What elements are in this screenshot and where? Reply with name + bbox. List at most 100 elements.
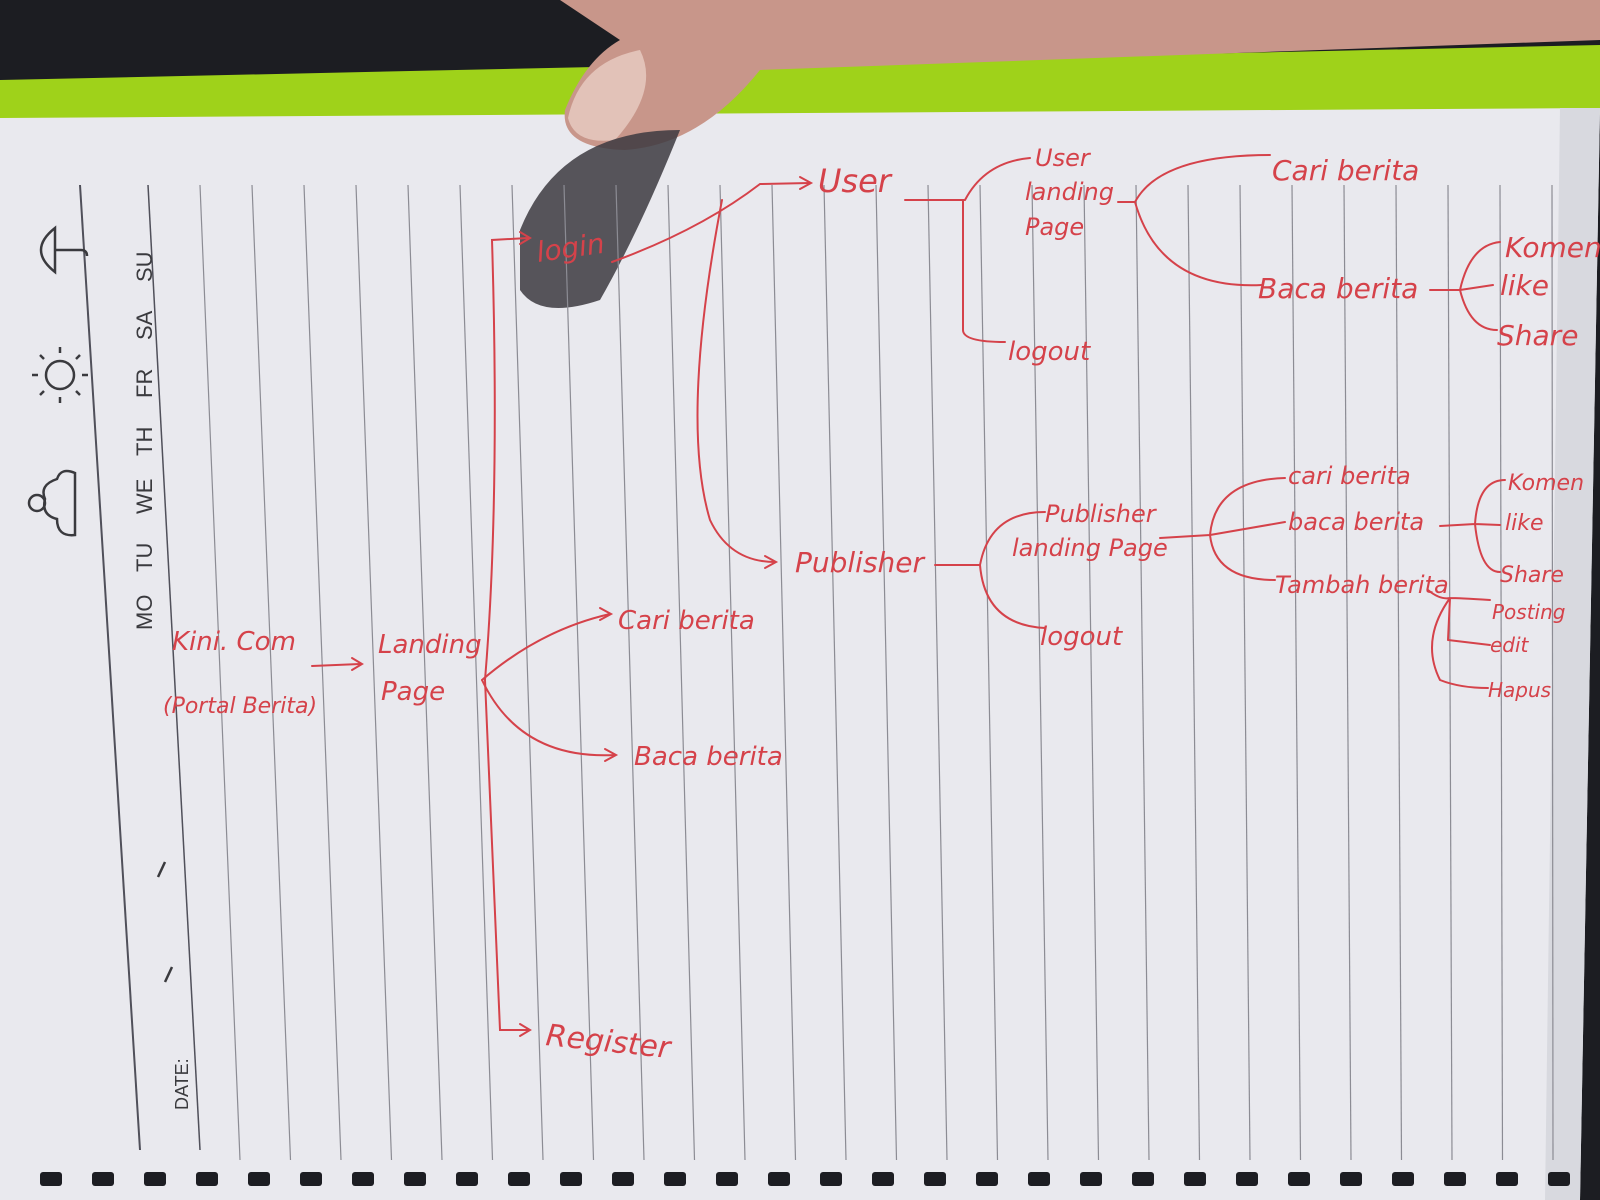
tambah-action-1: edit [1490, 633, 1530, 657]
arrow-head-root-landing [351, 657, 364, 671]
spiral-hole [976, 1172, 998, 1186]
day-label-mo: MO [132, 595, 157, 630]
day-label-fr: FR [132, 369, 157, 398]
user-action-1: like [1500, 269, 1549, 302]
spiral-hole [716, 1172, 738, 1186]
spiral-hole [560, 1172, 582, 1186]
page-shadow-right [1545, 108, 1600, 1200]
spine-register [484, 679, 529, 1031]
ruled-line [1291, 184, 1302, 1161]
thumbnail [568, 50, 647, 141]
margin-line-2 [147, 184, 201, 1151]
ruled-line [1187, 184, 1201, 1161]
node-user: User [818, 162, 893, 200]
ruled-line [1031, 184, 1049, 1161]
node-guest-baca: Baca berita [634, 742, 783, 772]
user-action-0: Komen [1505, 231, 1600, 264]
spiral-hole [508, 1172, 530, 1186]
ruled-line [823, 184, 847, 1161]
spiral-hole [1080, 1172, 1102, 1186]
day-label-tu: TU [132, 543, 157, 572]
ruled-line [1447, 184, 1453, 1161]
spiral-hole [924, 1172, 946, 1186]
finger-shadow [520, 130, 680, 308]
node-pub-landing-line2: landing Page [1012, 534, 1168, 562]
arrow-head-login [519, 231, 532, 245]
day-label-th: TH [132, 427, 157, 456]
user-bracket [904, 157, 1031, 343]
branch-guest-cari [481, 613, 611, 681]
node-landing-line2: Page [381, 677, 445, 707]
node-pub-baca: baca berita [1288, 508, 1424, 536]
ruled-line [615, 184, 645, 1161]
binder-cover [0, 45, 1600, 120]
spiral-hole [1132, 1172, 1154, 1186]
branch-login-publisher [696, 199, 776, 563]
publisher-bracket [934, 511, 1046, 629]
node-user-landing-line2: landing [1025, 178, 1114, 206]
node-landing-line1: Landing [378, 630, 482, 660]
spiral-hole [404, 1172, 426, 1186]
ruled-line [1135, 184, 1150, 1161]
node-pub-logout: logout [1040, 622, 1123, 652]
spiral-hole [1548, 1172, 1570, 1186]
spiral-hole [612, 1172, 634, 1186]
spine-landing [484, 237, 529, 681]
node-root-line2: (Portal Berita) [163, 694, 317, 719]
branch-guest-baca [481, 679, 616, 757]
pub-action-2: Share [1500, 563, 1564, 588]
ruled-line [1343, 184, 1352, 1161]
spiral-hole [196, 1172, 218, 1186]
tambah-bracket [1427, 589, 1491, 689]
spiral-hole [1184, 1172, 1206, 1186]
ruled-line [719, 184, 746, 1161]
node-root-line1: Kini. Com [172, 627, 296, 657]
spiral-hole [768, 1172, 790, 1186]
ruled-line [1239, 184, 1251, 1161]
spiral-hole [300, 1172, 322, 1186]
ruled-line [927, 184, 948, 1161]
spiral-hole [248, 1172, 270, 1186]
ruled-line [459, 184, 494, 1161]
pub-action-1: like [1505, 511, 1544, 536]
spiral-hole [820, 1172, 842, 1186]
node-pub-landing-line1: Publisher [1045, 500, 1158, 528]
day-label-su: SU [132, 251, 157, 282]
cloud-sun-icon [27, 469, 77, 537]
ruled-line [199, 184, 241, 1161]
branch-login-user [611, 182, 811, 263]
arrow-head-guest-cari [599, 607, 614, 621]
ruled-line [563, 184, 595, 1161]
ruled-line [251, 184, 292, 1161]
spiral-hole [1392, 1172, 1414, 1186]
node-user-landing-line3: Page [1025, 213, 1084, 241]
spiral-hole [1236, 1172, 1258, 1186]
node-pub-tambah: Tambah berita [1275, 571, 1449, 599]
ruled-line [1551, 184, 1554, 1161]
date-slash-1 [156, 861, 167, 878]
spiral-binding [40, 1172, 1570, 1186]
pub-action-0: Komen [1508, 471, 1584, 496]
node-user-logout: logout [1008, 337, 1091, 367]
ruled-line [511, 184, 544, 1161]
tambah-action-0: Posting [1492, 600, 1566, 624]
pub-baca-bracket [1439, 479, 1506, 573]
ruled-line [303, 184, 342, 1161]
spiral-hole [352, 1172, 374, 1186]
spiral-hole [1340, 1172, 1362, 1186]
node-user-landing-line1: User [1035, 144, 1092, 172]
spiral-hole [456, 1172, 478, 1186]
day-label-we: WE [132, 479, 157, 514]
arrow-head-publisher [764, 555, 779, 569]
spiral-hole [1444, 1172, 1466, 1186]
ruled-line [1499, 184, 1504, 1161]
ruled-line [875, 184, 898, 1161]
umbrella-icon [39, 225, 89, 275]
node-user-cari: Cari berita [1272, 154, 1419, 187]
spiral-hole [872, 1172, 894, 1186]
notebook-page [0, 108, 1600, 1200]
